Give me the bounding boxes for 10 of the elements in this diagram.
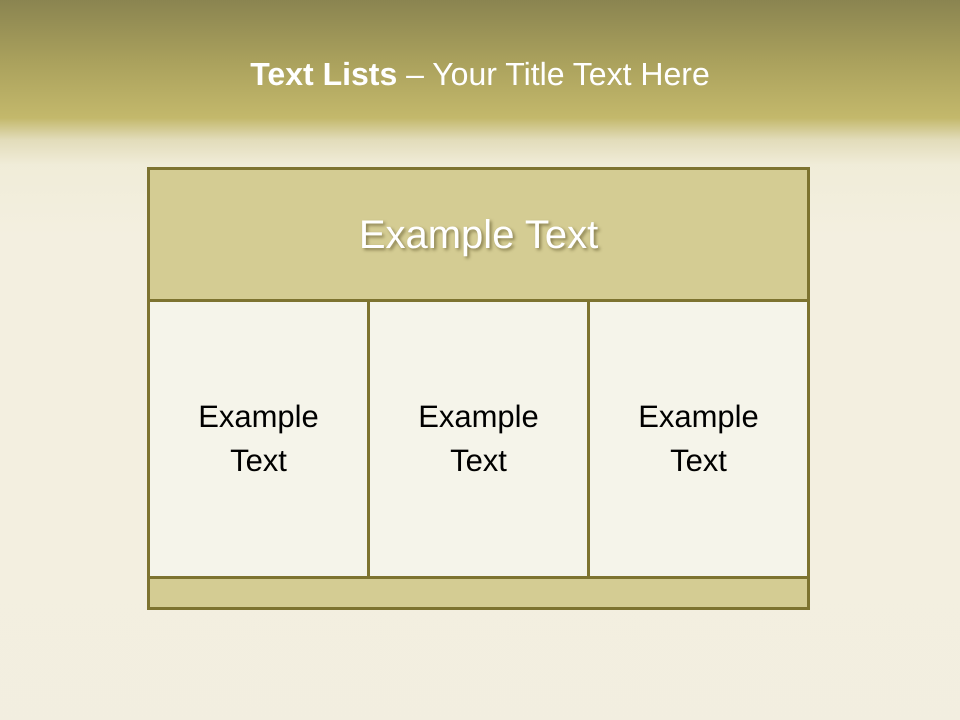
column-text: Example Text [637, 398, 760, 480]
header-band [147, 167, 810, 302]
footer-bar [147, 576, 810, 610]
column-panel [587, 299, 810, 579]
column-panel [147, 299, 370, 579]
column-text: Example Text [417, 398, 540, 480]
column-text: Example Text [197, 398, 320, 480]
slide-title: Text Lists – Your Title Text Here [250, 55, 710, 94]
header-text: Example Text [358, 212, 598, 258]
column-panel [367, 299, 590, 579]
